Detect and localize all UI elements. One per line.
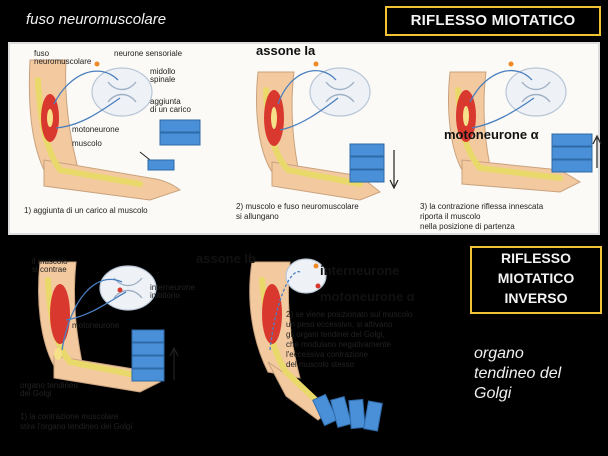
weight-2a (349, 143, 385, 157)
diagram-title: RIFLESSO MIOTATICO (410, 12, 576, 29)
label-motoneurone-alpha-bottom: motoneurone α (320, 289, 415, 304)
label-fuso: fuso neuromuscolare (34, 49, 92, 67)
label-interneurone: interneurone (320, 263, 400, 278)
spinal-cord-4 (99, 265, 157, 311)
spinal-cord-1 (91, 67, 153, 117)
label-midollo: midollo spinale (150, 67, 176, 85)
arrow-down-2 (389, 150, 399, 190)
caption-stage-3: 3) la contrazione riflessa innescata rip… (420, 202, 544, 231)
spindle-1 (47, 109, 53, 127)
inverse-title-box: RIFLESSO MIOTATICO INVERSO (470, 246, 602, 314)
arm-stage-3 (448, 71, 582, 193)
motor-neuron-1 (55, 97, 121, 129)
weight-1a (159, 119, 201, 133)
weight-3a (551, 133, 593, 147)
arm-bottom-1 (38, 261, 162, 393)
caption-bottom-1: 1) la contrazione muscolare stira l'orga… (20, 412, 133, 431)
label-aggiunta: aggiunta di un carico (150, 97, 191, 115)
label-motoneurone: motoneurone (72, 125, 120, 134)
weight-1b (159, 132, 201, 146)
inverse-title: RIFLESSO MIOTATICO INVERSO (497, 250, 575, 306)
sensory-neuron-1 (53, 70, 119, 105)
arrow-up-3 (592, 134, 602, 168)
motor-neuron-2 (279, 97, 339, 131)
golgi-caption: organo tendineo del Golgi (474, 345, 562, 402)
weight-1-hand (147, 159, 175, 171)
arm-stage-2 (256, 71, 381, 201)
label-motoneurone-alpha: motoneurone α (444, 127, 539, 142)
arrow-down-1 (139, 151, 151, 161)
spinal-cord-2 (309, 67, 371, 117)
arm-stage-1 (28, 59, 182, 201)
title-box: RIFLESSO MIOTATICO (385, 6, 601, 36)
diagram-subtitle: fuso neuromuscolare (26, 11, 167, 28)
label-assone-ib: assone Ib (196, 251, 256, 266)
label-interneurone-inibitorio: interneurone inibitorio (150, 283, 195, 301)
weight-b1a (131, 329, 165, 343)
sensory-neuron-2 (277, 70, 337, 105)
label-assone-ia: assone Ia (256, 43, 316, 58)
caption-bottom-2: 2) se viene posizionato sul muscolo un p… (286, 310, 413, 369)
spinal-cord-3 (505, 67, 567, 117)
ganglion-dot-1 (94, 61, 100, 67)
caption-stage-1: 1) aggiunta di un carico al muscolo (24, 206, 148, 215)
label-organo-tendineo: organo tendineo dei Golgi (20, 381, 78, 399)
label-motoneurone-bottom: motoneurone (72, 321, 120, 330)
label-neurone-sensoriale: neurone sensoriale (114, 49, 183, 58)
falling-weights (312, 393, 383, 432)
label-muscolo-contrae: il muscolo si contrae (32, 257, 68, 275)
caption-stage-2: 2) muscolo e fuso neuromuscolare si allu… (236, 202, 359, 221)
label-muscolo: muscolo (72, 139, 102, 148)
